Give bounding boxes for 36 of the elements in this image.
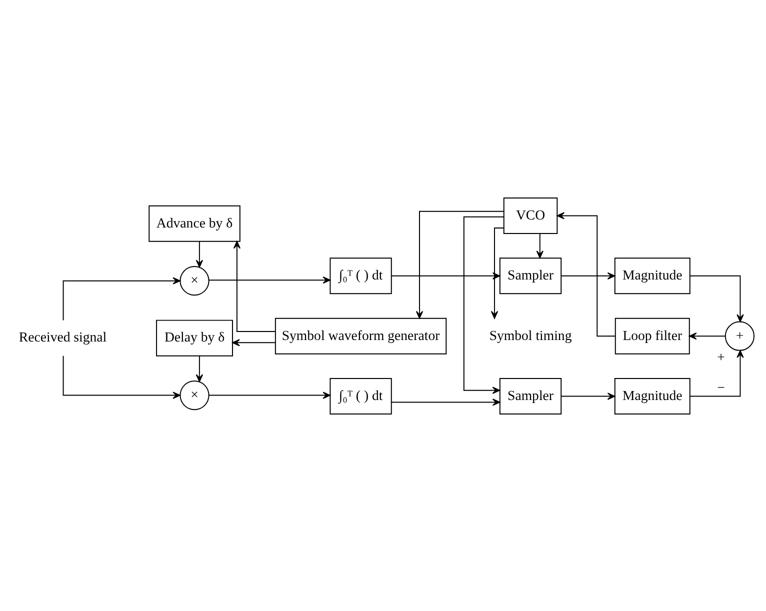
arrow [208, 391, 330, 398]
arrow [688, 332, 726, 340]
arrow [689, 274, 744, 322]
node-box: Magnitude [614, 257, 690, 294]
arrow [463, 216, 504, 394]
arrow [62, 354, 180, 398]
node-box: Symbol waveform generator [274, 317, 447, 354]
arrow [196, 240, 204, 268]
arrow [416, 210, 504, 318]
node-circle: × [180, 266, 210, 296]
node-box: ∫₀ᵀ ( ) dt [330, 378, 392, 414]
arrow [233, 240, 276, 332]
node-text: Received signal [18, 329, 107, 344]
arrow [556, 212, 616, 336]
node-circle: × [180, 380, 210, 410]
arrow [208, 276, 330, 284]
arrow [62, 276, 180, 320]
arrow [689, 350, 744, 396]
node-box: Loop filter [614, 317, 690, 354]
node-box: Magnitude [614, 378, 690, 414]
node-box: ∫₀ᵀ ( ) dt [330, 257, 392, 294]
node-circle: + [724, 320, 755, 350]
node-label: + [717, 348, 725, 364]
node-box: Advance by δ [148, 204, 240, 242]
node-label: − [717, 380, 725, 395]
arrow [560, 272, 616, 279]
node-box: Delay by δ [156, 319, 233, 356]
node-text: Symbol timing [489, 327, 572, 342]
arrow [391, 398, 500, 406]
arrow [196, 354, 204, 382]
node-box: Sampler [499, 257, 562, 294]
arrow [536, 232, 544, 258]
arrow [560, 392, 616, 400]
node-box: Sampler [499, 378, 562, 414]
arrow [232, 338, 276, 346]
node-box: VCO [503, 196, 558, 234]
